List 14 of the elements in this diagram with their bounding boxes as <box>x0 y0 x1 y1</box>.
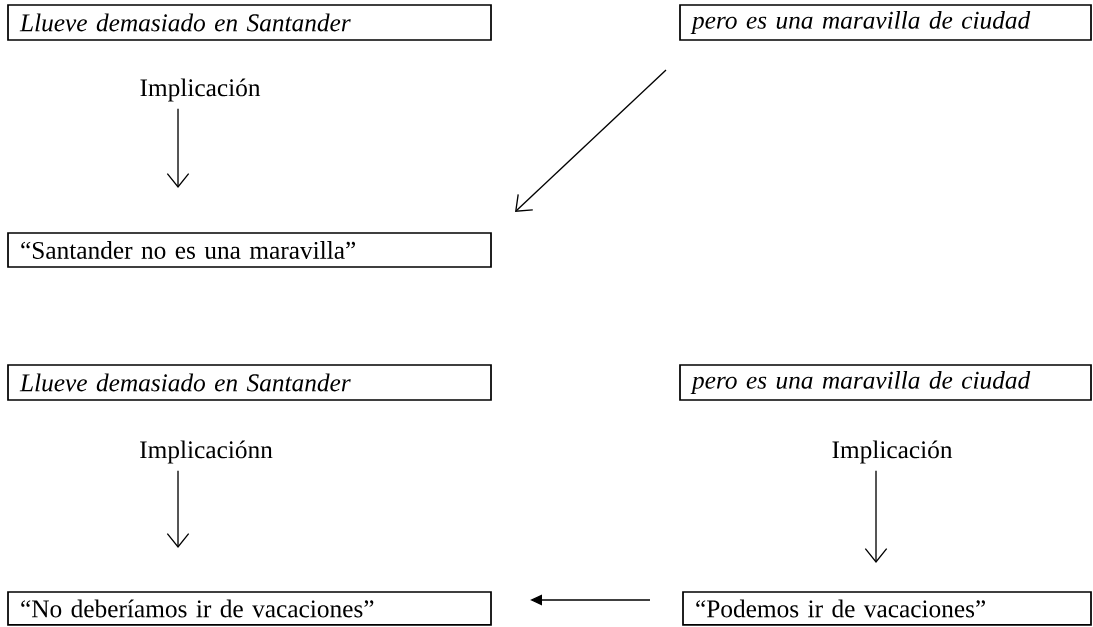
text-box: “No deberíamos ir de vacaciones” <box>7 591 492 626</box>
arrow <box>515 69 667 212</box>
label-text: Implicación <box>832 440 953 464</box>
text-box: “Podemos ir de vacaciones” <box>682 591 1092 626</box>
label-text: Implicación <box>140 78 261 102</box>
text-box: Llueve demasiado en Santander <box>7 4 492 41</box>
text-box: pero es una maravilla de ciudad <box>679 4 1092 41</box>
arrow <box>166 108 190 188</box>
label-text: Implicaciónn <box>140 440 273 464</box>
text-box: Llueve demasiado en Santander <box>7 364 492 401</box>
arrow <box>166 470 190 548</box>
arrow <box>864 470 888 563</box>
text-box: “Santander no es una maravilla” <box>7 232 492 268</box>
text-box: pero es una maravilla de ciudad <box>679 364 1092 401</box>
